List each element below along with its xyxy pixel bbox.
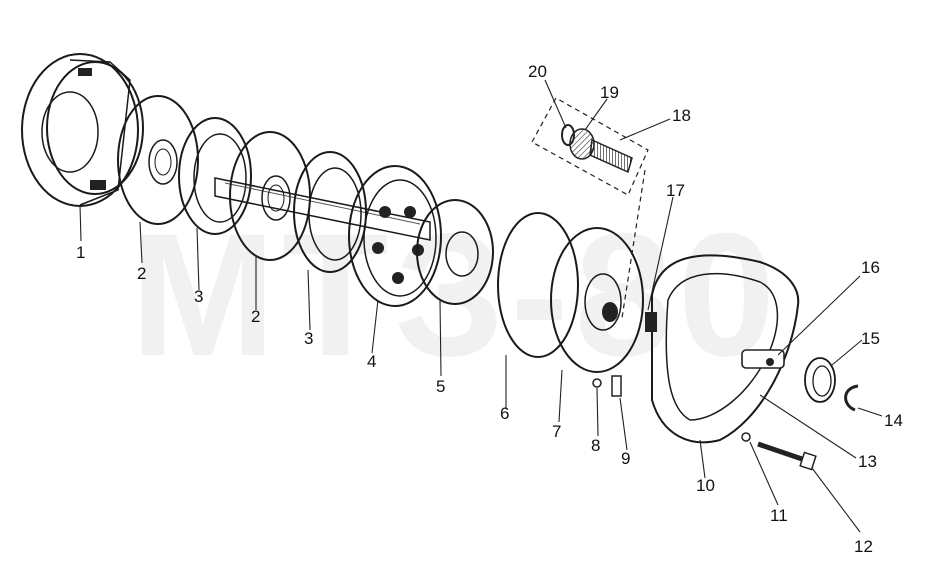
callout-16: 16 bbox=[861, 258, 880, 277]
callout-20: 20 bbox=[528, 62, 547, 81]
part-2-friction-disc-rear bbox=[229, 131, 311, 261]
callout-7: 7 bbox=[552, 422, 561, 441]
part-3-intermediate-plate-front bbox=[178, 117, 252, 235]
callout-11: 11 bbox=[770, 506, 788, 525]
callout-18: 18 bbox=[672, 106, 691, 125]
part-15-seal-ring bbox=[804, 357, 836, 403]
callout-1: 1 bbox=[76, 243, 85, 262]
callout-3b: 3 bbox=[304, 329, 313, 348]
callout-14: 14 bbox=[884, 411, 903, 430]
callout-2b: 2 bbox=[251, 307, 260, 326]
part-14-snap-ring bbox=[844, 384, 859, 412]
part-9-pin bbox=[611, 375, 622, 397]
callout-2a: 2 bbox=[137, 264, 146, 283]
inset-parts-18-20 bbox=[531, 97, 649, 319]
watermark-text: МТЗ-80 bbox=[130, 198, 781, 393]
part-8-ball bbox=[592, 378, 602, 388]
callout-3a: 3 bbox=[194, 287, 203, 306]
callout-4: 4 bbox=[367, 352, 376, 371]
callout-19: 19 bbox=[600, 83, 619, 102]
leader-lines bbox=[79, 79, 883, 533]
callout-17: 17 bbox=[666, 181, 685, 200]
callout-9: 9 bbox=[621, 449, 630, 468]
part-16-release-shaft bbox=[741, 349, 785, 369]
part-5-conical-hub bbox=[416, 199, 494, 305]
callout-8: 8 bbox=[591, 436, 600, 455]
callout-15: 15 bbox=[861, 329, 880, 348]
part-6-brake-disc bbox=[497, 212, 579, 358]
part-2-friction-disc-front bbox=[117, 95, 199, 225]
part-11-washer bbox=[741, 432, 751, 442]
callout-10: 10 bbox=[696, 476, 715, 495]
part-7-pressure-plate-hub bbox=[550, 227, 644, 373]
part-12-bolt bbox=[757, 441, 817, 471]
part-1-clutch-drum bbox=[21, 53, 144, 207]
callout-6: 6 bbox=[500, 404, 509, 423]
callout-5: 5 bbox=[436, 377, 445, 396]
callout-12: 12 bbox=[854, 537, 873, 556]
part-3-intermediate-plate-rear bbox=[293, 151, 367, 273]
callout-13: 13 bbox=[858, 452, 877, 471]
callout-labels: 1 2 3 2 3 4 5 6 7 8 9 10 11 12 13 14 15 … bbox=[76, 62, 903, 556]
